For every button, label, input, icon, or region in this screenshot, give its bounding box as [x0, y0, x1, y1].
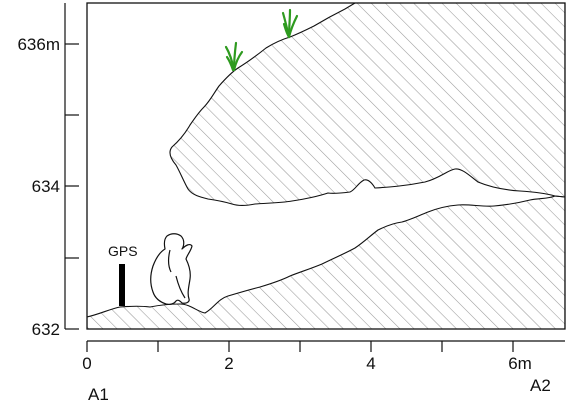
grass-tuft-icon [224, 41, 244, 72]
section-end-label-right: A2 [530, 376, 551, 395]
x-tick-label-0: 0 [82, 354, 91, 373]
y-tick-label-634: 634 [32, 177, 60, 196]
lower-rock-mass [87, 195, 565, 329]
y-axis [64, 3, 79, 330]
grass-tuft-icon [281, 8, 299, 39]
y-tick-label-632: 632 [32, 320, 60, 339]
section-end-label-left: A1 [88, 385, 109, 404]
x-axis [86, 340, 565, 352]
human-silhouette-icon [150, 233, 193, 305]
y-tick-label-636: 636m [17, 35, 60, 54]
upper-rock-mass [169, 3, 565, 207]
x-tick-label-4: 4 [366, 354, 375, 373]
gps-label: GPS [108, 243, 138, 259]
gps-post [119, 264, 125, 306]
x-tick-label-6: 6m [508, 354, 532, 373]
x-tick-label-2: 2 [224, 354, 233, 373]
plot-frame [86, 2, 566, 330]
